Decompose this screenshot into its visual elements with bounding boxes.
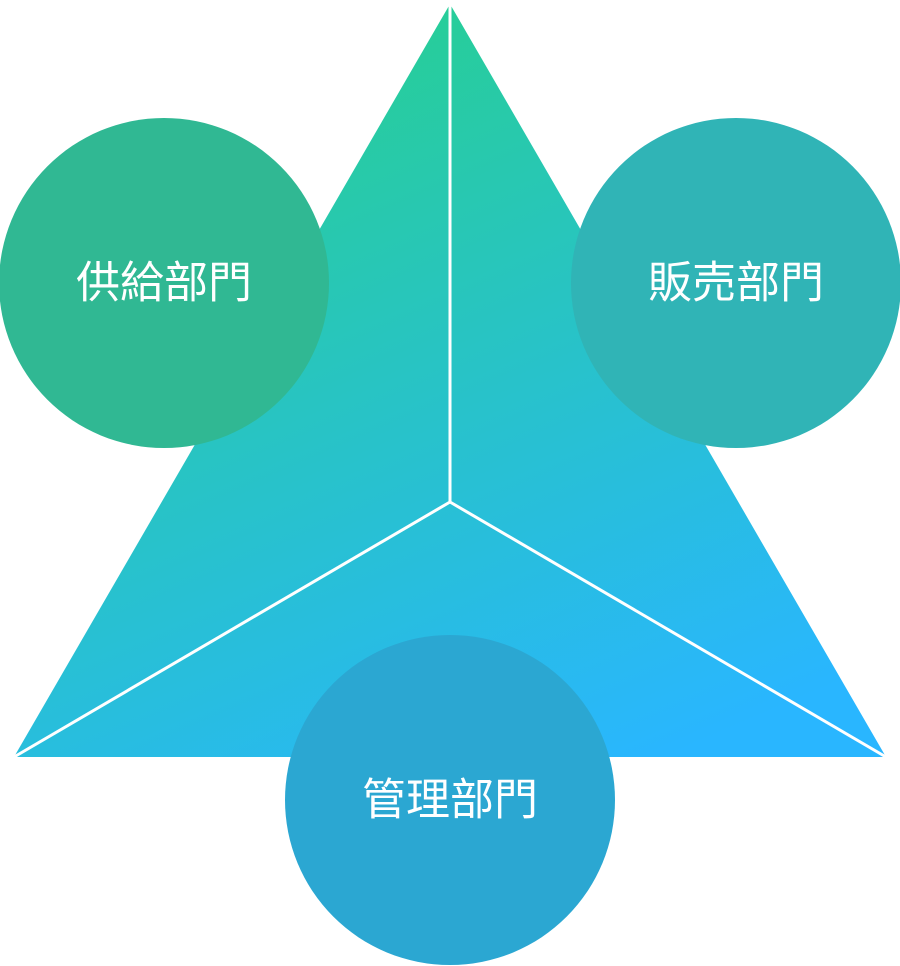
node-supply-label: 供給部門 [76,258,252,309]
node-supply: 供給部門 [0,118,329,448]
node-management: 管理部門 [285,635,615,965]
node-supply-circle [0,118,329,448]
divider-line-left [13,500,451,759]
node-management-label: 管理部門 [362,775,538,826]
node-sales: 販売部門 [571,118,900,448]
node-management-circle [285,635,615,965]
node-sales-label: 販売部門 [648,258,824,309]
divider-line-right [449,500,887,759]
node-sales-circle [571,118,900,448]
